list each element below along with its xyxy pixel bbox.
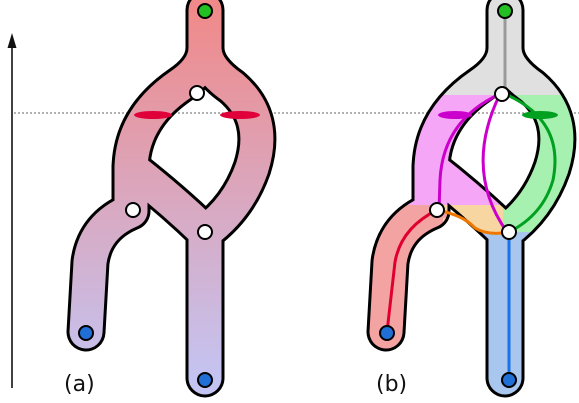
junction-node [198, 225, 212, 239]
slice-mark-right [220, 111, 260, 119]
bottom-node [198, 373, 212, 387]
bottom-node [79, 326, 93, 340]
bottom-node [380, 326, 394, 340]
slice-mark-right [522, 111, 558, 119]
junction-node [495, 87, 509, 101]
panel-a: (a) [64, 4, 260, 397]
panel-label-a: (a) [64, 372, 95, 397]
junction-node [502, 225, 516, 239]
bottom-node [502, 373, 516, 387]
up-arrow-icon [8, 33, 17, 388]
region-fills [303, 0, 579, 403]
slice-mark-left [438, 111, 472, 119]
junction-node [430, 203, 444, 217]
junction-node [126, 203, 140, 217]
junction-node [190, 86, 204, 100]
panel-label-b: (b) [376, 372, 407, 397]
slice-mark-left [134, 111, 172, 119]
top-node [198, 4, 212, 18]
top-node [498, 4, 512, 18]
panel-b: (b) [303, 0, 579, 403]
